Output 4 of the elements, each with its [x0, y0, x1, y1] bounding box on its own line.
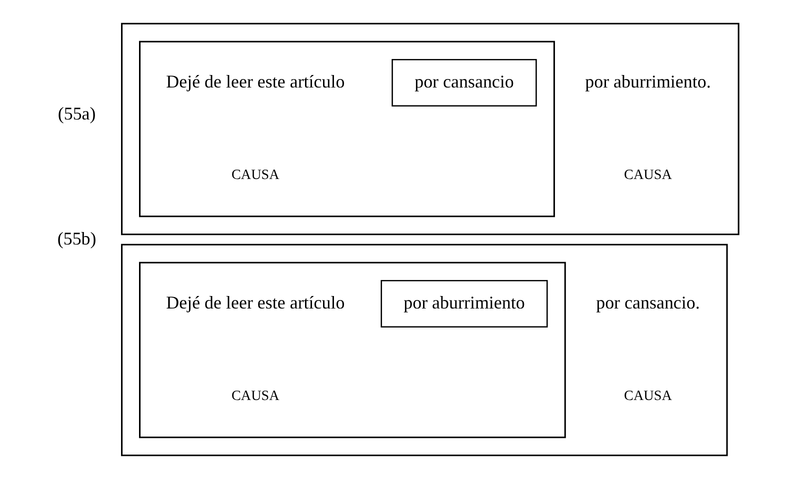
node-box: por aburrimiento	[380, 280, 548, 328]
label: (55a)	[58, 104, 96, 124]
node-box: por cansancio	[392, 58, 537, 106]
label: (55b)	[57, 228, 96, 248]
